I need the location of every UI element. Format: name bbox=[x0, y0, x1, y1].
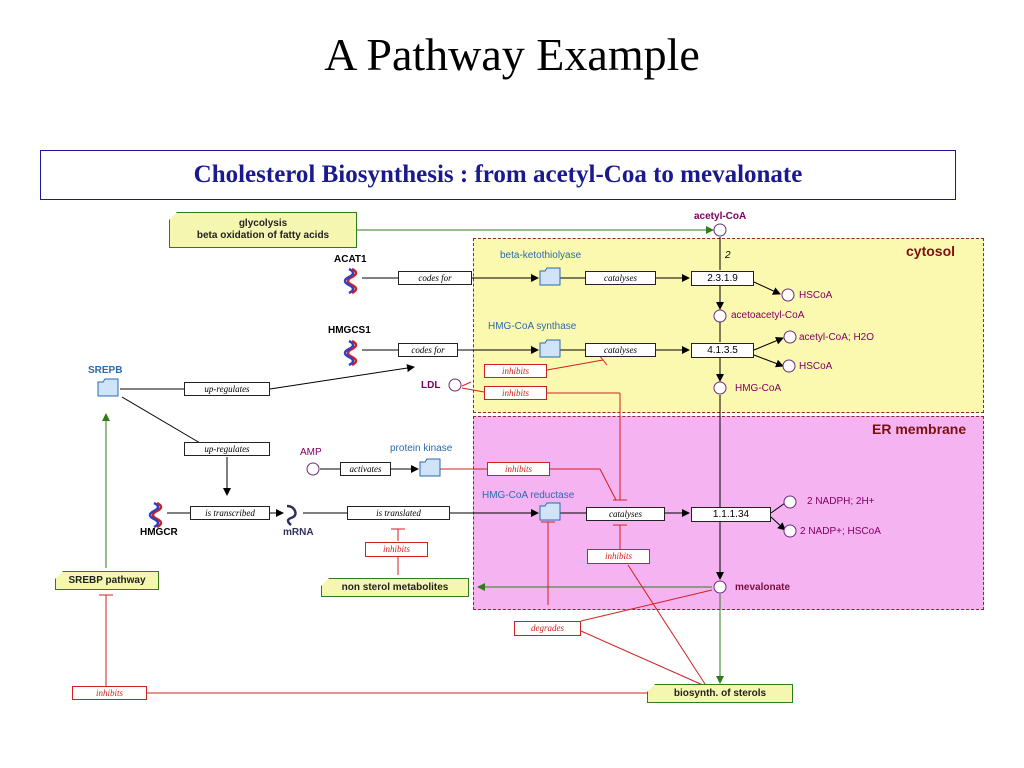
compound-acetoacetyl-coa: acetoacetyl-CoA bbox=[731, 310, 805, 321]
gene-acat1: ACAT1 bbox=[334, 254, 367, 265]
inhibits-box-3: inhibits bbox=[487, 462, 550, 476]
enzyme-1-1-1-34: 1.1.1.34 bbox=[691, 507, 771, 522]
non-sterol-note: non sterol metabolites bbox=[321, 578, 469, 597]
inhibits-box-5: inhibits bbox=[587, 549, 650, 564]
codes-for-box-2: codes for bbox=[398, 343, 458, 357]
codes-for-box-1: codes for bbox=[398, 271, 472, 285]
enzyme-4-1-3-5: 4.1.3.5 bbox=[691, 343, 754, 358]
cytosol-label: cytosol bbox=[906, 243, 956, 259]
up-regulates-box-2: up-regulates bbox=[184, 442, 270, 456]
srebp-pathway-note: SREBP pathway bbox=[55, 571, 159, 590]
stoichiometry-label: 2 bbox=[725, 250, 731, 261]
compound-mevalonate: mevalonate bbox=[735, 582, 791, 593]
compound-acetyl-coa-h2o: acetyl-CoA; H2O bbox=[799, 332, 875, 343]
inhibits-box-6: inhibits bbox=[72, 686, 147, 700]
activates-box: activates bbox=[340, 462, 391, 476]
compound-ldl: LDL bbox=[421, 380, 441, 391]
er-membrane-label: ER membrane bbox=[872, 421, 967, 437]
gene-hmgcs1: HMGCS1 bbox=[328, 325, 371, 336]
protein-kinase: protein kinase bbox=[390, 443, 453, 454]
protein-hmg-synthase: HMG-CoA synthase bbox=[488, 321, 577, 332]
degrades-box: degrades bbox=[514, 621, 581, 636]
up-regulates-box-1: up-regulates bbox=[184, 382, 270, 396]
protein-hmg-reductase: HMG-CoA reductase bbox=[482, 490, 575, 501]
compound-amp: AMP bbox=[300, 447, 322, 458]
compound-hscoa-1: HSCoA bbox=[799, 290, 833, 301]
glycolysis-text: glycolysis bbox=[238, 218, 288, 229]
compound-nadph: 2 NADPH; 2H+ bbox=[807, 496, 875, 507]
diagram-banner: Cholesterol Biosynthesis : from acetyl-C… bbox=[40, 150, 956, 200]
inhibits-box-4: inhibits bbox=[365, 542, 428, 557]
compound-hscoa-2: HSCoA bbox=[799, 361, 833, 372]
catalyses-box-2: catalyses bbox=[585, 343, 656, 357]
compound-acetyl-coa: acetyl-CoA bbox=[694, 211, 747, 222]
catalyses-box-1: catalyses bbox=[585, 271, 656, 285]
cytosol-region bbox=[473, 238, 984, 413]
protein-beta-ketothiolyase: beta-ketothiolyase bbox=[500, 250, 582, 261]
gene-hmgcr: HMGCR bbox=[140, 527, 178, 538]
mrna-label: mRNA bbox=[283, 527, 314, 538]
catalyses-box-3: catalyses bbox=[586, 507, 665, 521]
inhibits-box-1: inhibits bbox=[484, 364, 547, 378]
gene-srepb: SREPB bbox=[88, 365, 123, 376]
compound-nadp: 2 NADP+; HSCoA bbox=[800, 526, 881, 537]
biosynth-note: biosynth. of sterols bbox=[647, 684, 793, 703]
compound-hmg-coa: HMG-CoA bbox=[735, 383, 782, 394]
is-translated-box: is translated bbox=[347, 506, 450, 520]
inhibits-box-2: inhibits bbox=[484, 386, 547, 400]
is-transcribed-box: is transcribed bbox=[190, 506, 270, 520]
slide-title: A Pathway Example bbox=[324, 29, 700, 80]
glycolysis-note: glycolysis beta oxidation of fatty acids bbox=[169, 212, 357, 248]
beta-oxidation-text: beta oxidation of fatty acids bbox=[196, 230, 330, 241]
enzyme-2-3-1-9: 2.3.1.9 bbox=[691, 271, 754, 286]
